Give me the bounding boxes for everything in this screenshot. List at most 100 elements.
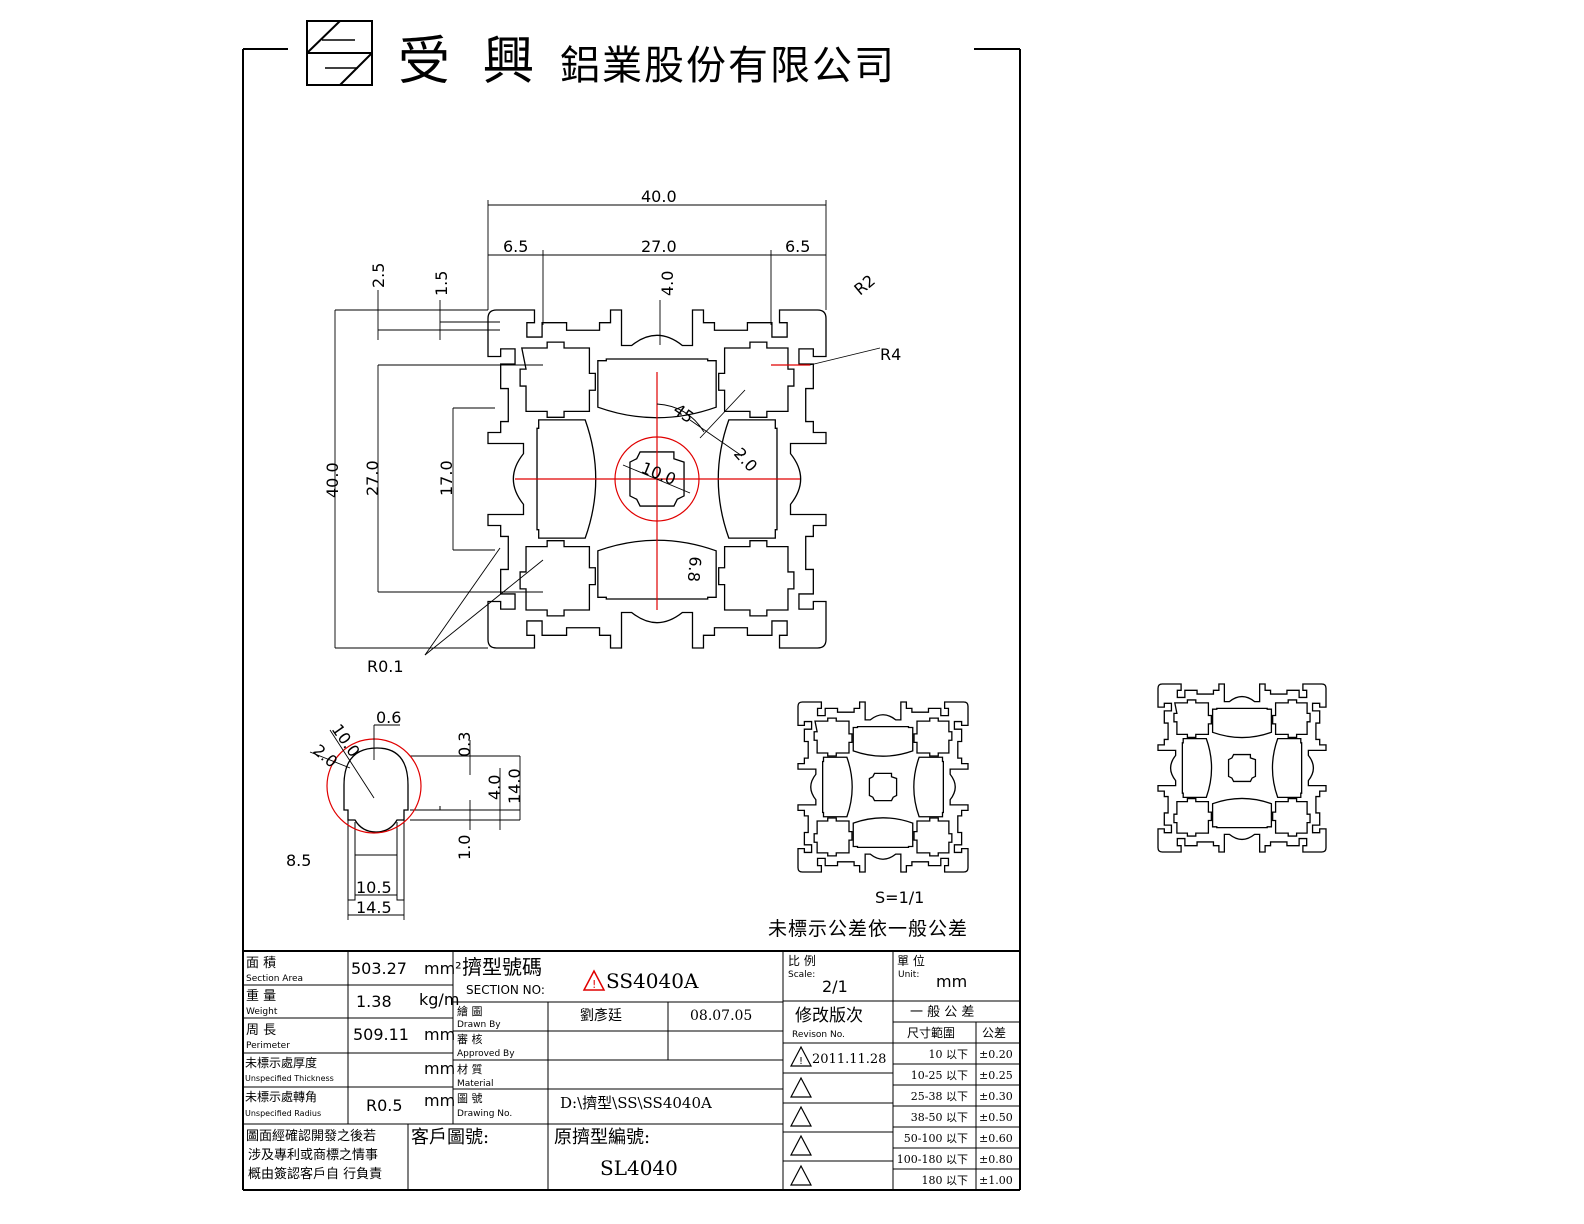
drawn-by-value: 劉彥廷 <box>580 1007 622 1024</box>
company-name-large: 受 興 <box>398 32 543 92</box>
detail-dim-8-5: 8.5 <box>286 851 311 870</box>
svg-text:!: ! <box>592 978 596 991</box>
detail-dim-14-5: 14.5 <box>356 898 392 917</box>
scale-value: 2/1 <box>822 977 848 996</box>
perimeter-cn: 周 長 <box>246 1023 276 1038</box>
dim-17: 17.0 <box>437 460 456 496</box>
scale-1-1-view: S=1/1 未標示公差依一般公差 <box>768 702 968 940</box>
dim-1-5: 1.5 <box>432 271 451 296</box>
radius-cn: 未標示處轉角 <box>245 1090 317 1104</box>
tolerance-range: 38-50 以下 <box>911 1111 968 1124</box>
unit-cn: 單 位 <box>897 953 925 968</box>
thickness-unit: mm <box>424 1059 455 1078</box>
label-r0-1: R0.1 <box>367 657 404 676</box>
dim-height: 40.0 <box>323 462 342 498</box>
original-no-value: SL4040 <box>600 1156 678 1180</box>
drawing-no-en: Drawing No. <box>457 1109 512 1119</box>
perimeter-value: 509.11 <box>353 1025 409 1044</box>
company-name-rest: 鋁業股份有限公司 <box>560 43 896 89</box>
revision-en: Revison No. <box>792 1030 845 1040</box>
tolerance-value: ±0.80 <box>979 1153 1013 1166</box>
revision-2-triangle-icon <box>790 1076 812 1098</box>
drawn-by-cn: 繪 圖 <box>457 1004 483 1018</box>
drawing-no-value: D:\擠型\SS\SS4040A <box>560 1094 712 1112</box>
section-area-value: 503.27 <box>351 959 407 978</box>
tolerance-range: 100-180 以下 <box>897 1153 968 1166</box>
svg-text:!: ! <box>799 1056 803 1067</box>
detail-dim-4-0: 4.0 <box>485 775 504 800</box>
approved-cn: 審 核 <box>457 1032 483 1046</box>
dim-inner-height: 27.0 <box>363 460 382 496</box>
drawing-no-cn: 圖 號 <box>457 1092 483 1105</box>
outside-profile-view <box>1158 684 1326 852</box>
label-6-8: 6.8 <box>684 556 705 583</box>
disclaimer-line3: 概由簽認客戶自 行負責 <box>248 1166 382 1182</box>
weight-en: Weight <box>246 1007 278 1017</box>
dim-slot-span: 27.0 <box>641 237 677 256</box>
detail-dim-2-0: 2.0 <box>309 741 341 772</box>
radius-value: R0.5 <box>366 1096 403 1115</box>
tolerance-range: 10-25 以下 <box>911 1069 968 1082</box>
tolerance-note: 未標示公差依一般公差 <box>768 918 968 940</box>
scale-cn: 比 例 <box>788 954 816 968</box>
tolerance-value: ±0.60 <box>979 1132 1013 1145</box>
detail-dim-0-3: 0.3 <box>455 732 474 757</box>
tolerance-value: ±0.50 <box>979 1111 1013 1124</box>
tolerance-title: 一 般 公 差 <box>910 1004 974 1020</box>
detail-dim-1-0: 1.0 <box>455 835 474 860</box>
tolerance-value: ±0.25 <box>979 1069 1013 1082</box>
main-profile-view: 40.0 6.5 27.0 6.5 4.0 2.5 1.5 40.0 27.0 … <box>323 187 901 676</box>
tolerance-col-tol: 公差 <box>982 1026 1006 1040</box>
drawn-date: 08.07.05 <box>690 1008 752 1024</box>
slot-detail-view: 0.6 10.0 2.0 0.3 4.0 14.0 1.0 8.5 10.5 1… <box>286 708 524 920</box>
original-no-label: 原擠型編號: <box>554 1127 650 1148</box>
label-r2: R2 <box>850 271 879 299</box>
section-area-cn: 面 積 <box>246 956 276 971</box>
detail-dim-10-5: 10.5 <box>356 878 392 897</box>
scale-label: S=1/1 <box>875 888 924 907</box>
perimeter-en: Perimeter <box>246 1041 290 1051</box>
section-no-en: SECTION NO: <box>466 983 545 997</box>
dim-2-5: 2.5 <box>369 263 388 288</box>
company-header: 受 興 鋁業股份有限公司 <box>243 20 1020 92</box>
revision-4-triangle-icon <box>790 1134 812 1156</box>
section-no-value: SS4040A <box>606 969 699 993</box>
material-cn: 材 質 <box>457 1062 483 1076</box>
tolerance-value: ±1.00 <box>979 1174 1013 1187</box>
dim-top-gap: 4.0 <box>658 271 677 296</box>
tolerance-range: 50-100 以下 <box>904 1132 968 1145</box>
perimeter-unit: mm <box>424 1025 455 1044</box>
tolerance-value: ±0.30 <box>979 1090 1013 1103</box>
dim-right-offset: 6.5 <box>785 237 810 256</box>
scale-en: Scale: <box>788 970 815 980</box>
section-area-en: Section Area <box>246 974 303 984</box>
material-en: Material <box>457 1079 494 1089</box>
unit-en: Unit: <box>898 970 919 980</box>
tolerance-range: 10 以下 <box>929 1048 969 1061</box>
dimension-lines <box>334 200 881 656</box>
dim-left-offset: 6.5 <box>503 237 528 256</box>
radius-unit: mm <box>424 1091 455 1110</box>
approved-en: Approved By <box>457 1049 515 1059</box>
weight-value: 1.38 <box>356 992 392 1011</box>
revision-3-triangle-icon <box>790 1105 812 1127</box>
detail-dim-14-0: 14.0 <box>505 768 524 804</box>
radius-en: Unspecified Radius <box>245 1109 321 1118</box>
tolerance-range: 25-38 以下 <box>911 1090 968 1103</box>
title-block: 面 積 Section Area 503.27 mm² 重 量 Weight 1… <box>243 950 1020 1190</box>
label-r4: R4 <box>880 345 901 364</box>
revision-1-triangle-icon: ! <box>790 1045 812 1067</box>
tolerance-col-range: 尺寸範圍 <box>907 1025 955 1040</box>
revision-cn: 修改版次 <box>795 1006 863 1026</box>
drawing-border <box>242 49 1021 1191</box>
customer-no-label: 客戶圖號: <box>411 1127 489 1148</box>
unit-value: mm <box>936 972 967 991</box>
detail-dim-0-6: 0.6 <box>376 708 401 727</box>
weight-cn: 重 量 <box>246 988 276 1004</box>
thickness-cn: 未標示處厚度 <box>245 1055 317 1070</box>
revision-5-triangle-icon <box>790 1164 812 1186</box>
tolerance-range: 180 以下 <box>922 1174 969 1187</box>
company-logo-icon <box>306 20 373 86</box>
disclaimer-line2: 涉及專利或商標之情事 <box>248 1148 378 1163</box>
weight-unit: kg/m <box>419 990 459 1009</box>
